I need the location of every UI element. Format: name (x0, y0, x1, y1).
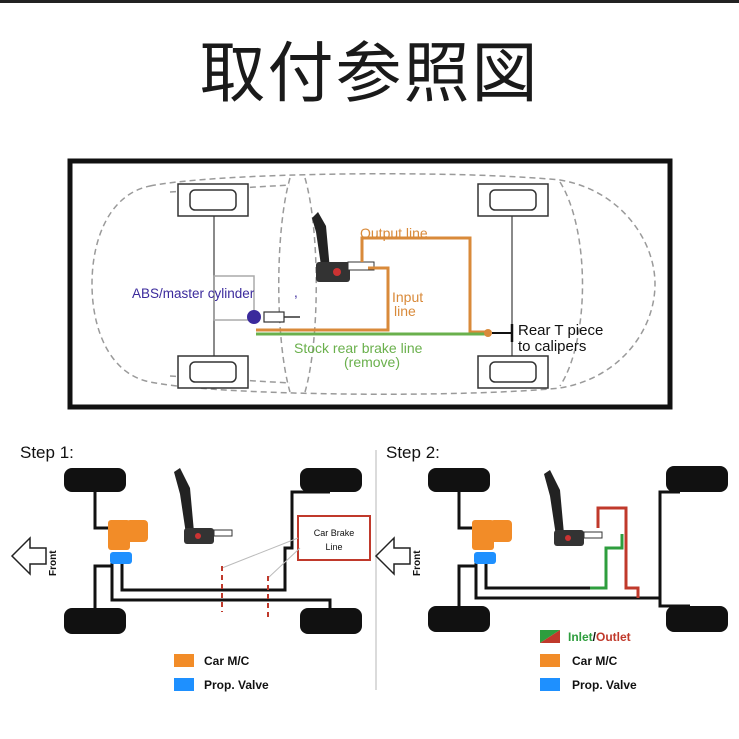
step2-wheel-rear-right (666, 606, 728, 632)
step1-legend-pv: Prop. Valve (204, 678, 269, 692)
page-title: 取付参照図 (199, 35, 540, 112)
callout-line-1 (221, 537, 299, 569)
step1-handbrake-icon (174, 468, 233, 544)
step2-wheel-front-right (428, 606, 490, 632)
step2-legend-pv: Prop. Valve (572, 678, 637, 692)
step1-wheel-rear-right (300, 608, 362, 634)
top-diagram: ABS/master cylinder , Output line Input … (67, 158, 673, 410)
step2-prop-valve (474, 552, 496, 564)
top-rule (0, 0, 739, 3)
step1-wheel-rear-left (300, 468, 362, 492)
output-line-label: Output line (360, 225, 428, 241)
car-brake-line-label-1: Car Brake (314, 528, 355, 538)
step1-wheel-front-right (64, 608, 126, 634)
step2-outlet-line (596, 506, 640, 598)
step2-legend-outlet: Outlet (596, 630, 631, 644)
step2-inlet-line (590, 534, 624, 590)
step2-legend-inlet: Inlet (568, 630, 593, 644)
step2-handbrake-icon (544, 470, 603, 546)
step2-diagram: Step 2: Front (374, 443, 728, 692)
step2-wheel-front-left (428, 468, 490, 492)
wheel-rear-left (477, 183, 549, 217)
step2-wheel-rear-left (666, 466, 728, 492)
output-line (360, 236, 486, 334)
wheel-front-right (177, 355, 249, 389)
front-label: Front (48, 550, 59, 576)
step2-legend-swatch-mc (540, 654, 560, 667)
stock-line-label-2: (remove) (344, 354, 400, 370)
rear-t-label-1: Rear T piece (518, 322, 603, 339)
step1-prop-valve (110, 552, 132, 564)
t-piece-icon (484, 329, 492, 337)
car-brake-line-box (297, 515, 371, 561)
step2-legend-sep: / (593, 630, 597, 644)
step2-master-cylinder (472, 520, 494, 550)
step1-diagram: Step 1: Front Car Brake (10, 443, 371, 692)
abs-bracket (213, 275, 255, 321)
step1-legend-swatch-pv (174, 678, 194, 691)
step1-legend-swatch-mc (174, 654, 194, 667)
step1-master-cylinder (108, 520, 130, 550)
wheel-rear-right (477, 355, 549, 389)
top-diagram-frame (67, 158, 673, 410)
step1-legend-mc: Car M/C (204, 654, 250, 668)
step2-legend-inlet-outlet: Inlet/Outlet (568, 630, 631, 644)
step1-master-cylinder-reservoir (126, 520, 148, 542)
step1-wheel-front-left (64, 468, 126, 492)
wheel-front-left (177, 183, 249, 217)
callout-line-2 (267, 547, 301, 579)
step2-heading: Step 2: (386, 443, 440, 462)
step1-heading: Step 1: (20, 443, 74, 462)
stock-line-label-1: Stock rear brake line (294, 340, 423, 356)
car-brake-line-label-2: Line (325, 542, 342, 552)
step2-legend-mc: Car M/C (572, 654, 618, 668)
step2-master-cylinder-reservoir (490, 520, 512, 542)
step2-legend-swatch-pv (540, 678, 560, 691)
step2-front-label: Front (412, 550, 423, 576)
step2-front-arrow-icon (374, 536, 411, 576)
input-line-label-2: line (394, 303, 416, 319)
abs-label: ABS/master cylinder (132, 286, 255, 301)
rear-t-label-2: to calipers (518, 338, 586, 355)
input-line-label-1: Input (392, 289, 423, 305)
master-cylinder-fitting-icon (263, 311, 300, 323)
abs-master-cylinder-icon (247, 310, 261, 324)
front-arrow-icon (10, 536, 47, 576)
step2-legend-inlet-outlet-swatch (540, 630, 560, 643)
abs-label-comma: , (294, 285, 298, 300)
input-line (256, 266, 390, 332)
step2-brake-lines (457, 490, 690, 608)
step1-brake-lines (93, 490, 332, 608)
